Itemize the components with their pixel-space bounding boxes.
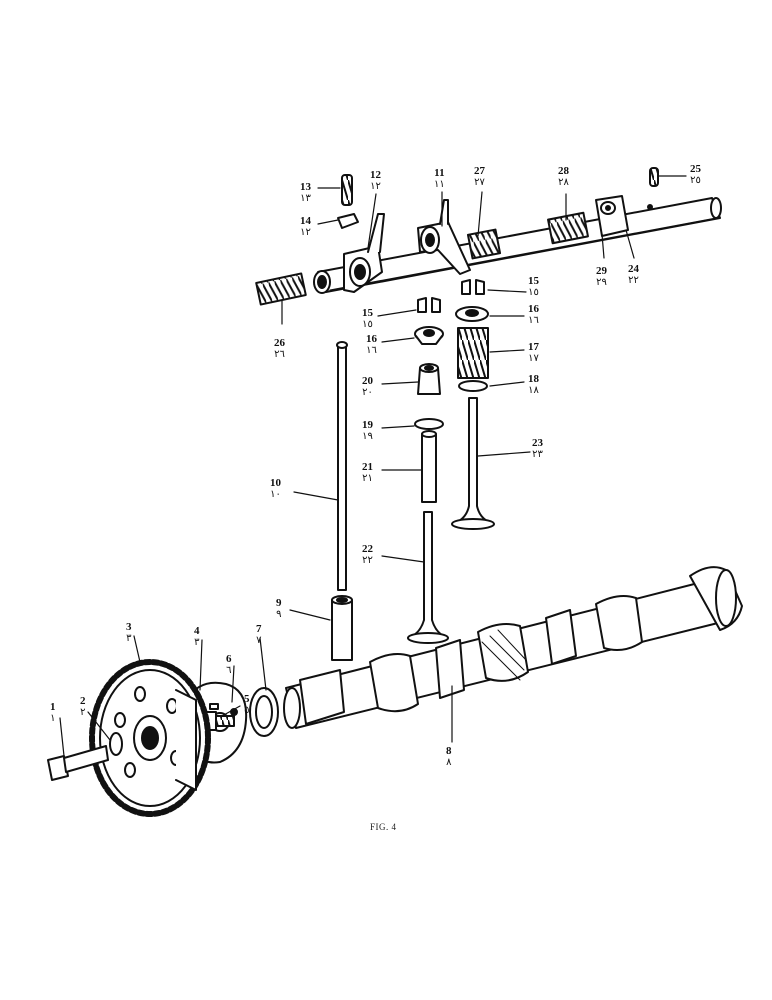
push-rod (336, 341, 348, 591)
valve-guide-cup (417, 363, 441, 395)
shaft-end-spring (255, 272, 307, 306)
spring-cap-right (455, 306, 489, 322)
gear-bolt (47, 745, 109, 781)
spring-seat-right (458, 380, 488, 392)
spring-seat-washer (414, 418, 444, 430)
figure-caption: FIG. 4 (370, 822, 397, 832)
gear-washer (109, 732, 123, 756)
inlet-valve (407, 511, 449, 644)
valve-guide (421, 430, 437, 503)
camshaft (283, 566, 743, 729)
exhaust-valve (451, 397, 495, 530)
spring-cap-left (414, 326, 444, 345)
thrust-washer (249, 687, 279, 737)
shaft-support-bracket (595, 195, 629, 237)
tappet (331, 595, 353, 661)
valve-spring (457, 327, 489, 379)
shaft-spring-27 (466, 228, 502, 260)
adjusting-screw (341, 174, 353, 206)
valve-cotters-right (461, 279, 485, 295)
leader-lines (59, 175, 687, 757)
woodruff-key (209, 703, 219, 710)
rocker-arm-12 (343, 213, 385, 293)
lock-nut (337, 213, 359, 229)
valve-cotters-left (417, 297, 441, 313)
timing-gear (89, 659, 211, 817)
shaft-plug (649, 167, 659, 187)
